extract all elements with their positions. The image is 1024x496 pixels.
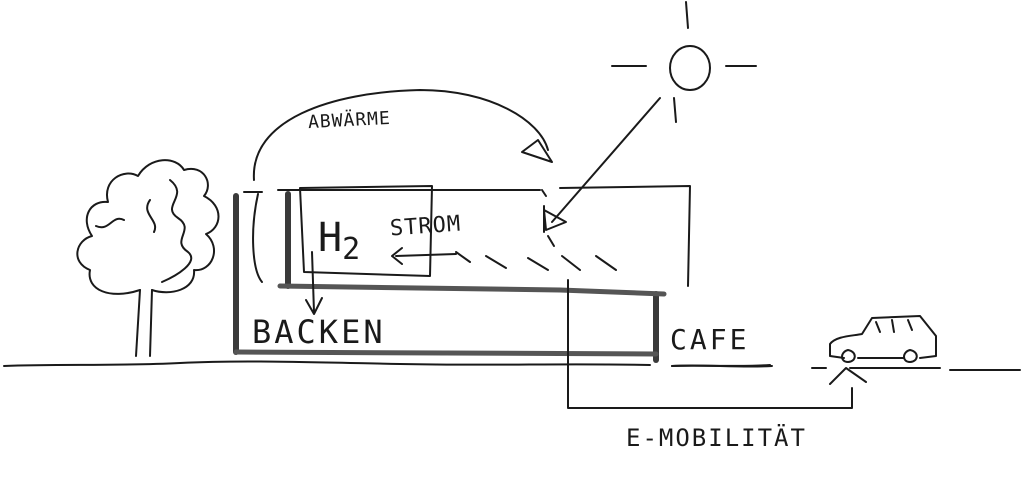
abwaerme-arrow bbox=[254, 90, 548, 180]
tree-icon bbox=[77, 160, 218, 356]
e-mobility-arrowhead bbox=[830, 368, 866, 384]
strom-arrow bbox=[392, 248, 456, 264]
abwaerme-arrowhead bbox=[522, 140, 552, 162]
label-h2-base: H bbox=[318, 215, 342, 261]
label-backen: BACKEN bbox=[252, 316, 386, 348]
window-dashes bbox=[456, 252, 616, 270]
label-abwaerme: ABWÄRME bbox=[308, 110, 392, 132]
label-h2-sub: 2 bbox=[342, 232, 360, 267]
cafe-underline bbox=[672, 365, 772, 366]
label-e-mobilitaet: E-MOBILITÄT bbox=[626, 426, 807, 450]
label-strom: STROM bbox=[389, 214, 462, 241]
sun-icon bbox=[612, 2, 756, 122]
ground-floor-slab bbox=[236, 352, 656, 354]
label-h2: H2 bbox=[318, 218, 360, 265]
upper-floor-slab bbox=[280, 286, 664, 294]
upper-storey-outline bbox=[244, 186, 690, 286]
label-cafe: CAFE bbox=[670, 326, 749, 354]
sun-ray-arrow bbox=[552, 98, 660, 222]
car-icon bbox=[830, 316, 936, 362]
ground-line bbox=[4, 361, 1020, 370]
